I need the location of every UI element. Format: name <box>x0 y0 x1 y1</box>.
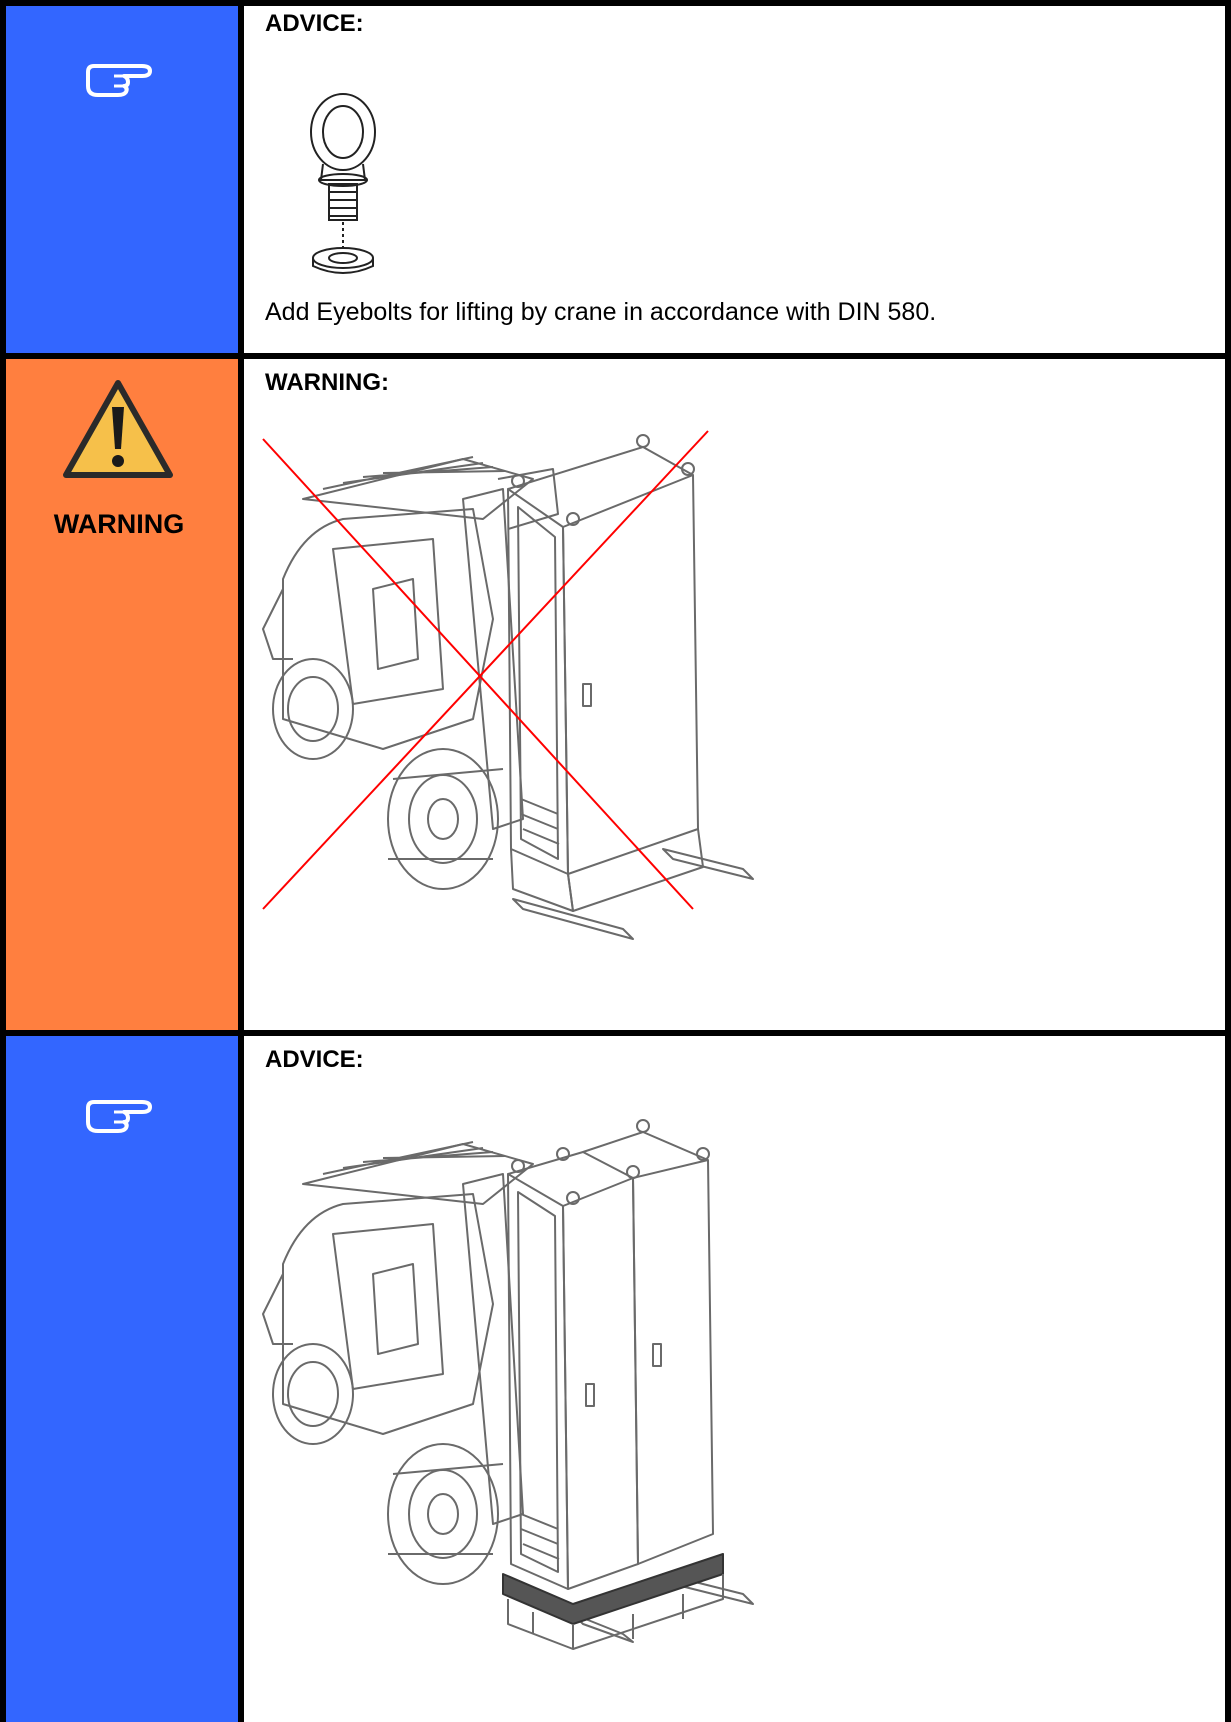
advice-row-eyebolt: ADVICE: Add Eyebolts for lifting by cran… <box>0 0 1231 353</box>
warning-row: WARNING WARNING: <box>0 359 1231 1030</box>
advice-content: ADVICE: <box>243 1036 1231 1722</box>
section-heading: WARNING: <box>265 369 389 396</box>
warning-triangle-icon <box>63 380 173 478</box>
advice-content: ADVICE: Add Eyebolts for lifting by cran… <box>243 0 1231 353</box>
warning-side-label: WARNING <box>53 509 185 539</box>
row-divider <box>0 353 1231 359</box>
advice-row-forklift: ADVICE: <box>0 1036 1231 1722</box>
eyebolt-illustration <box>310 93 376 274</box>
table-border-top <box>0 0 1231 6</box>
forklift-single-cabinet-illustration <box>262 430 754 940</box>
advice-side-panel <box>0 0 238 353</box>
pointing-hand-icon <box>86 64 152 97</box>
forklift-two-cabinets-on-pallet-illustration <box>262 1119 754 1650</box>
column-divider <box>238 0 244 1722</box>
pointing-hand-icon <box>86 1100 152 1133</box>
section-heading: ADVICE: <box>265 1046 364 1073</box>
advice-caption: Add Eyebolts for lifting by crane in acc… <box>265 298 937 326</box>
warning-side-panel: WARNING <box>0 359 238 1030</box>
table-border-left <box>0 0 6 1722</box>
table-border-right <box>1225 0 1231 1722</box>
section-heading: ADVICE: <box>265 10 364 37</box>
row-divider <box>0 1030 1231 1036</box>
warning-content: WARNING: <box>243 359 1231 1030</box>
advice-side-panel <box>0 1036 238 1722</box>
